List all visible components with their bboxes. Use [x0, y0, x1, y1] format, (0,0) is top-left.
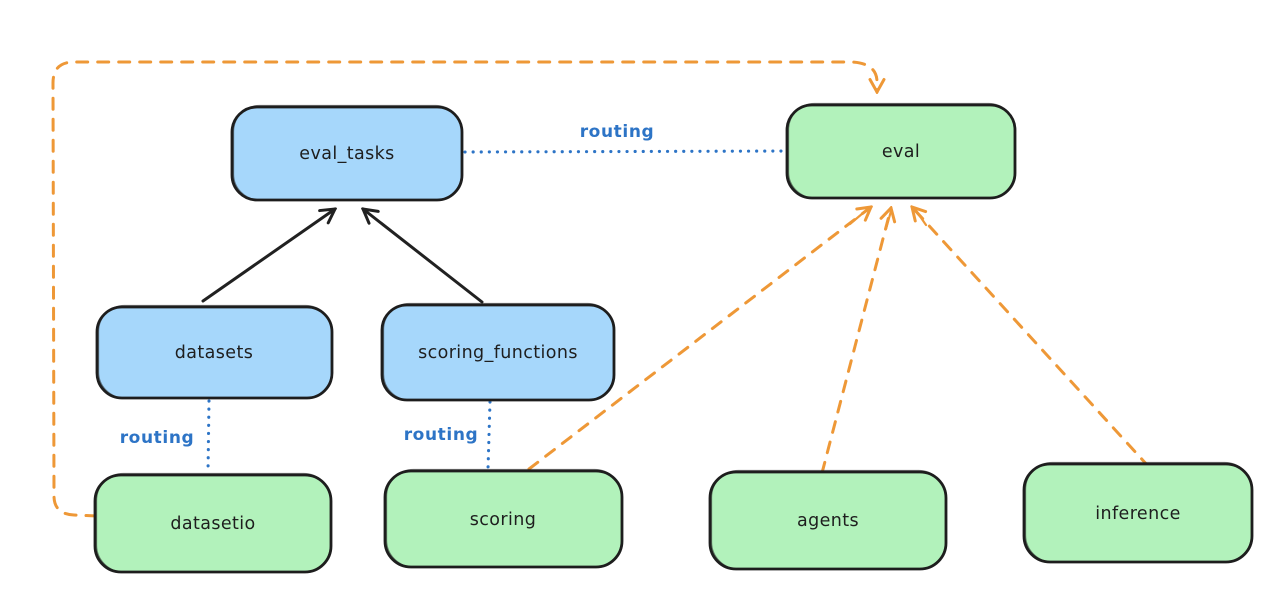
- node-scoring-functions-label: scoring_functions: [418, 343, 578, 363]
- node-scoring-label: scoring: [470, 510, 537, 530]
- edge-datasets-to-eval-tasks: [201, 209, 335, 303]
- routing-label-datasetio: routing: [120, 428, 195, 448]
- node-eval: eval: [785, 102, 1017, 200]
- node-datasets-label: datasets: [175, 343, 253, 363]
- edge-scoring-to-eval: [527, 207, 871, 471]
- node-scoring: scoring: [383, 468, 624, 569]
- edge-routing-scoring-functions-to-scoring: [486, 400, 492, 471]
- node-datasets: datasets: [95, 304, 334, 400]
- node-eval-tasks: eval_tasks: [230, 104, 464, 202]
- routing-label-scoring: routing: [404, 425, 479, 445]
- node-scoring-functions: scoring_functions: [380, 302, 616, 402]
- node-datasetio-label: datasetio: [170, 514, 255, 534]
- node-agents-label: agents: [797, 511, 859, 531]
- node-agents: agents: [708, 469, 948, 571]
- edge-scoring-functions-to-eval-tasks: [363, 209, 484, 304]
- node-datasetio: datasetio: [93, 472, 333, 574]
- arrowhead-sketch-strokes: [848, 206, 928, 231]
- node-inference: inference: [1022, 461, 1254, 564]
- node-inference-label: inference: [1095, 504, 1181, 524]
- node-eval-tasks-label: eval_tasks: [299, 144, 394, 164]
- edge-agents-to-eval: [820, 208, 891, 475]
- edge-routing-datasets-to-datasetio: [206, 399, 211, 474]
- routing-label-top: routing: [580, 122, 655, 142]
- edge-datasetio-to-eval: [51, 60, 877, 518]
- edge-inference-to-eval: [912, 207, 1151, 469]
- node-eval-label: eval: [882, 142, 920, 162]
- edge-routing-eval-tasks-to-eval: [463, 149, 787, 154]
